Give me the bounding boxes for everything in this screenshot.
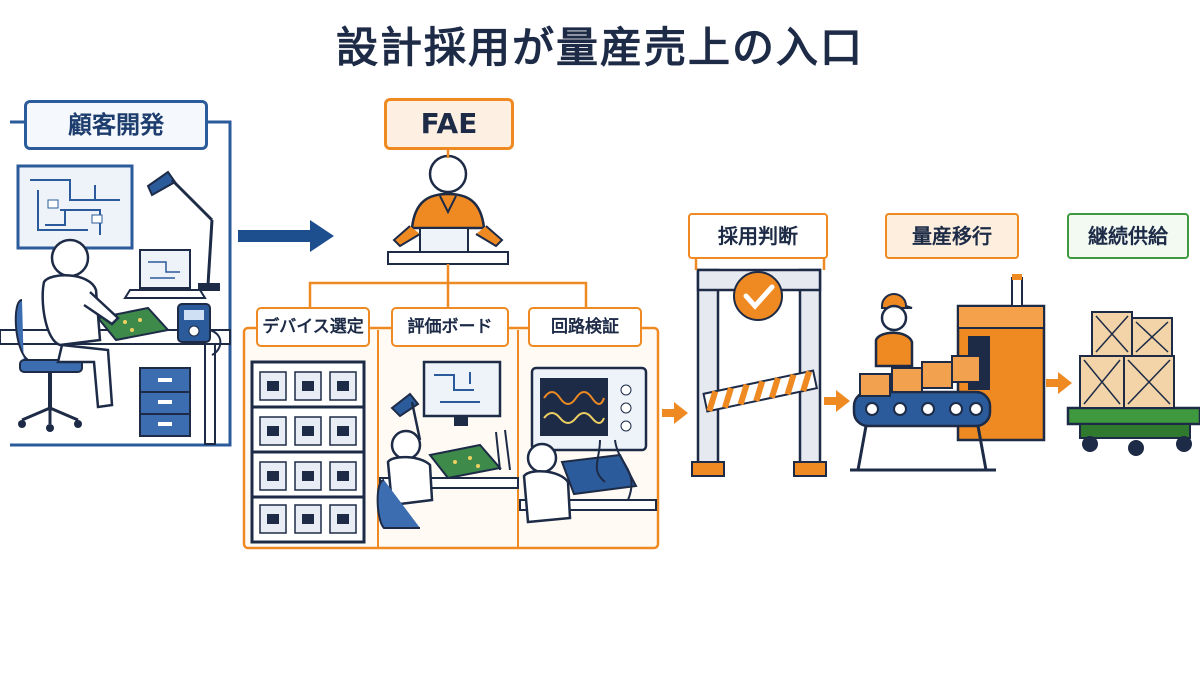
mass-production-scene [850, 235, 1046, 472]
device-shelf [250, 360, 366, 544]
adoption-decision-label: 採用判断 [688, 213, 828, 259]
fae-connectors [308, 150, 588, 307]
supply-cart-scene [1066, 311, 1200, 456]
circuit-verification-label: 回路検証 [528, 307, 642, 347]
continuous-supply-label: 継続供給 [1067, 213, 1189, 259]
adoption-gate [691, 250, 827, 477]
fae-label: FAE [384, 98, 514, 150]
schematic-board [16, 164, 134, 250]
flow-arrow-to-adopt [662, 402, 688, 424]
mass-production-label: 量産移行 [885, 213, 1019, 259]
flow-arrow-to-supply [1046, 372, 1072, 394]
customer-development-panel [0, 120, 232, 447]
fae-engineer [387, 154, 509, 265]
customer-desk [0, 329, 231, 445]
customer-laptop [123, 249, 207, 299]
desk-lamp [146, 170, 220, 291]
eval-board-label: 評価ボード [391, 307, 509, 347]
flow-arrow-to-mass [824, 390, 850, 412]
page-title: 設計採用が量産売上の入口 [335, 23, 864, 72]
multimeter [177, 303, 222, 356]
device-selection-label: デバイス選定 [256, 307, 370, 347]
customer-development-label: 顧客開発 [24, 100, 208, 150]
eval-board-scene [376, 360, 519, 529]
circuit-verification-scene [519, 366, 657, 524]
customer-chair [14, 299, 83, 432]
customer-to-fae-arrow [238, 220, 334, 252]
customer-engineer [41, 238, 120, 409]
